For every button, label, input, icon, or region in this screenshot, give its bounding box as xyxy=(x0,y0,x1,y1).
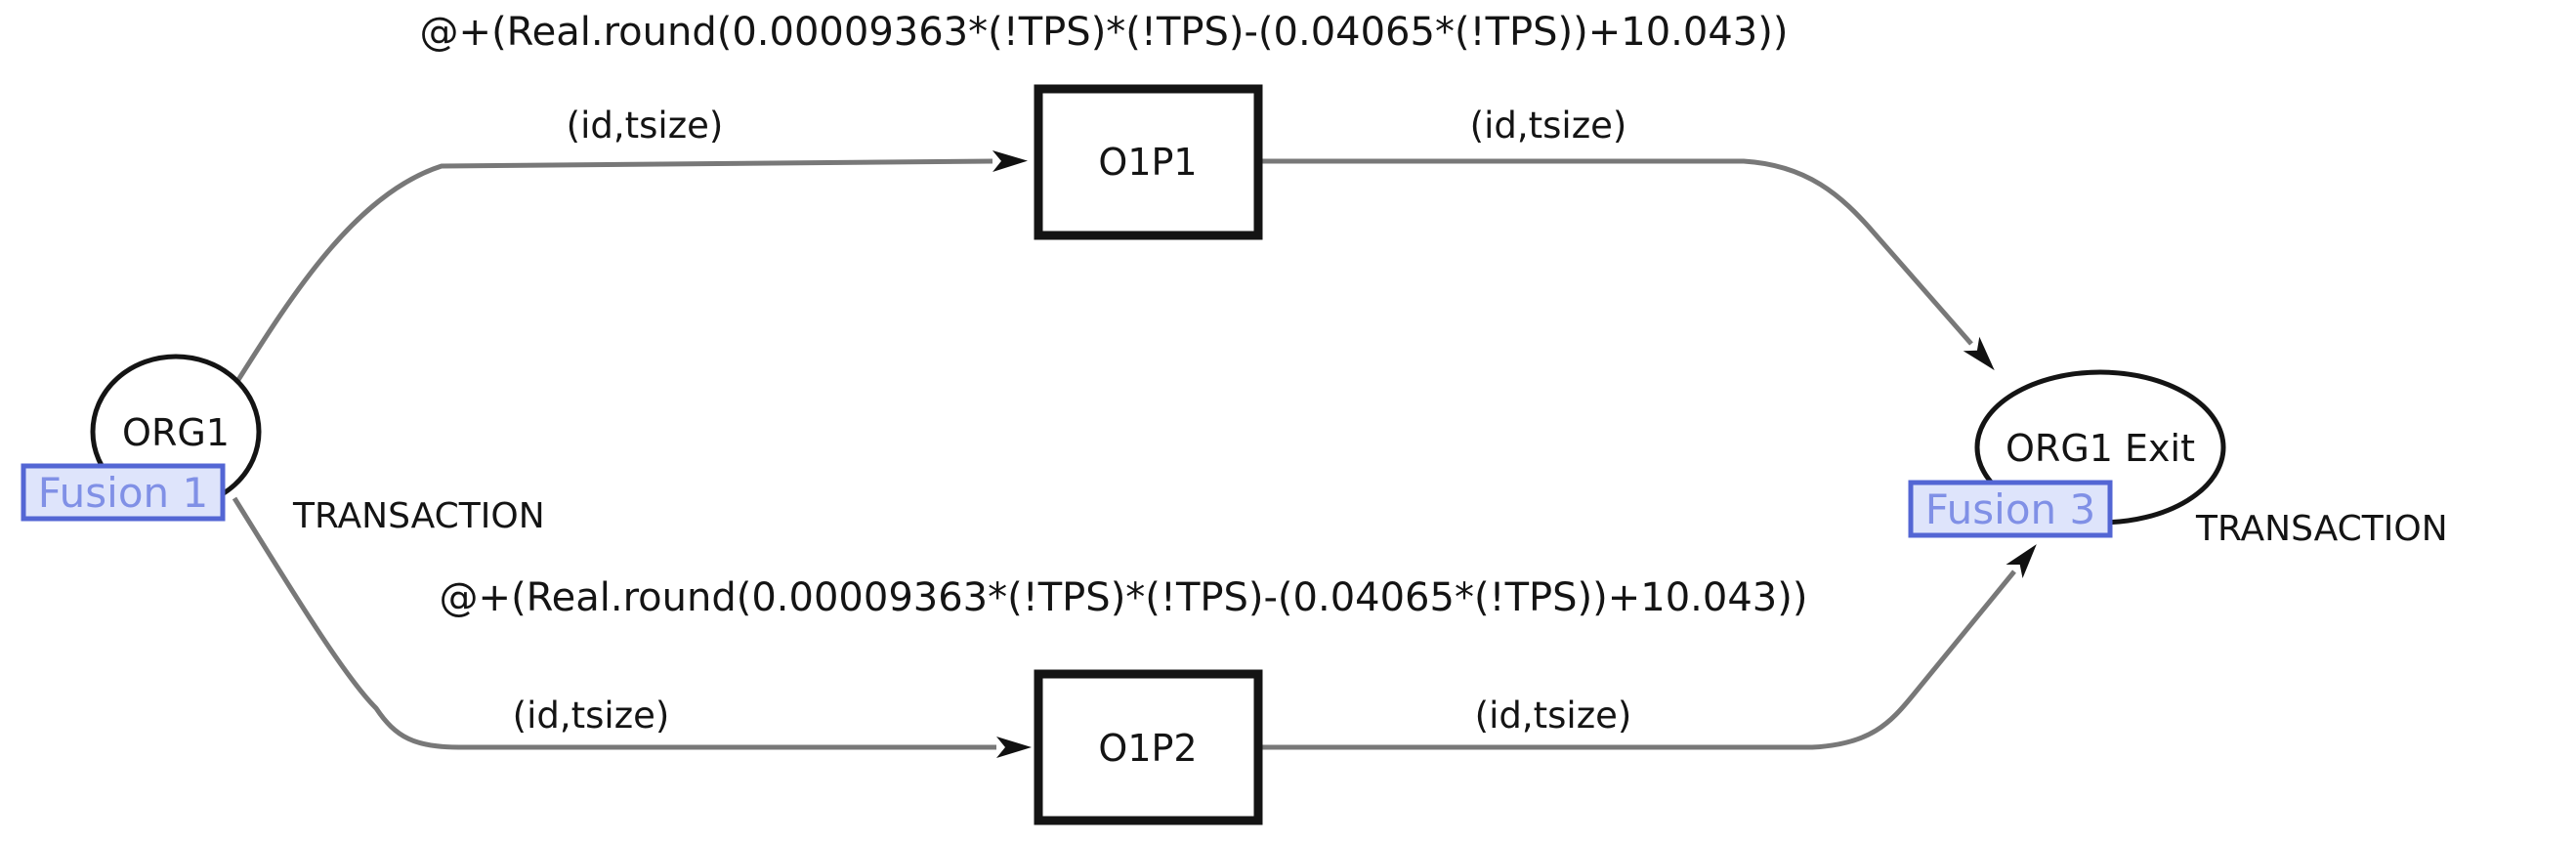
transition-o1p1-label[interactable]: O1P1 xyxy=(1098,141,1197,184)
transition-o1p2: O1P2 xyxy=(1034,669,1263,825)
colorset-label-org1-exit[interactable]: TRANSACTION xyxy=(2195,509,2448,549)
arc-inscription-org1-to-o1p2[interactable]: (id,tsize) xyxy=(513,695,670,737)
colorset-label-org1[interactable]: TRANSACTION xyxy=(292,496,545,536)
fusion-tag-3-box[interactable] xyxy=(1908,480,2113,538)
place-org1-label[interactable]: ORG1 xyxy=(122,411,230,454)
arc-inscription-o1p1-to-org1-exit[interactable]: (id,tsize) xyxy=(1470,105,1627,147)
arc-inscription-org1-to-o1p1[interactable]: (id,tsize) xyxy=(567,105,724,147)
arc-org1-to-o1p2[interactable] xyxy=(232,496,1032,758)
fusion-tag-1-box[interactable] xyxy=(21,463,226,522)
place-org1-exit: ORG1 Exit Fusion 3 TRANSACTION xyxy=(1908,369,2448,549)
delay-expression-o1p1[interactable]: @+(Real.round(0.00009363*(!TPS)*(!TPS)-(… xyxy=(420,10,1789,55)
transition-o1p2-shape[interactable] xyxy=(1034,669,1263,825)
transition-o1p2-label[interactable]: O1P2 xyxy=(1098,727,1197,770)
place-org1-exit-label[interactable]: ORG1 Exit xyxy=(2006,427,2195,470)
delay-expression-o1p2[interactable]: @+(Real.round(0.00009363*(!TPS)*(!TPS)-(… xyxy=(440,575,1808,620)
arc-o1p2-to-org1-exit[interactable] xyxy=(1260,544,2037,750)
arc-o1p1-to-org1-exit[interactable] xyxy=(1260,158,1995,371)
fusion-tag-1-label[interactable]: Fusion 1 xyxy=(38,469,208,517)
arcs-layer xyxy=(232,150,2037,758)
transition-o1p1: O1P1 xyxy=(1034,84,1263,240)
arc-org1-to-o1p1[interactable] xyxy=(233,150,1028,385)
arc-inscription-o1p2-to-org1-exit[interactable]: (id,tsize) xyxy=(1475,695,1632,737)
fusion-tag-3-label[interactable]: Fusion 3 xyxy=(1925,485,2095,533)
arc-inscriptions-layer: (id,tsize) (id,tsize) (id,tsize) (id,tsi… xyxy=(513,105,1632,737)
place-org1: ORG1 Fusion 1 TRANSACTION xyxy=(21,354,545,536)
transition-o1p1-shape[interactable] xyxy=(1034,84,1263,240)
